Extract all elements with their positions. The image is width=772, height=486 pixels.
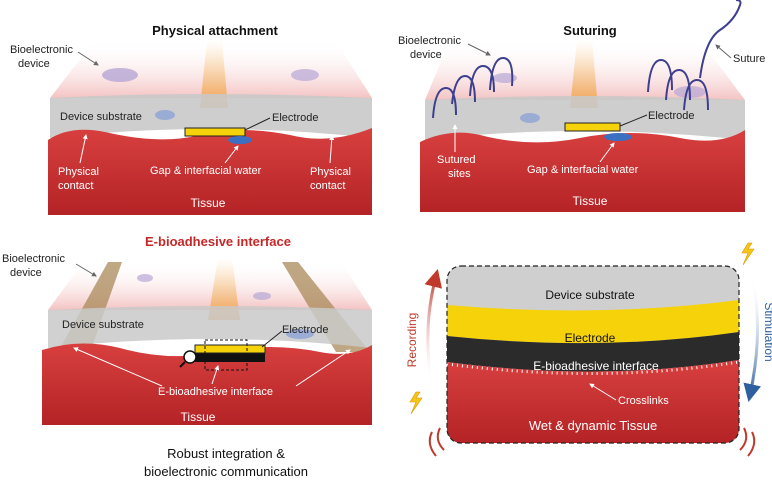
label-electrode: Electrode bbox=[282, 324, 328, 336]
pointer-arrow bbox=[73, 347, 163, 387]
device-substrate-slab bbox=[425, 96, 745, 140]
pointer-arrow bbox=[244, 117, 271, 131]
magnifier-icon bbox=[179, 350, 197, 368]
pointer-arrow bbox=[224, 145, 239, 164]
cell-shape bbox=[253, 292, 271, 300]
zoom-frame bbox=[446, 265, 740, 444]
label-stimulation: Stimulation bbox=[762, 302, 772, 361]
label-bioelectronic-device: Bioelectronic bbox=[398, 35, 461, 47]
label-gap-water: Gap & interfacial water bbox=[527, 164, 639, 176]
pointer-arrow bbox=[599, 142, 615, 163]
label-sutured-sites: Sutured bbox=[437, 154, 476, 166]
gap-water bbox=[228, 136, 252, 144]
pointer-arrow bbox=[75, 263, 97, 277]
pointer-arrow bbox=[211, 365, 220, 385]
pointer-arrow bbox=[261, 330, 283, 348]
lightning-icon bbox=[741, 242, 755, 266]
panel-title: E-bioadhesive interface bbox=[145, 234, 291, 249]
signal-beam bbox=[570, 40, 598, 108]
zoom-label-tissue: Wet & dynamic Tissue bbox=[529, 418, 657, 433]
label-electrode: Electrode bbox=[648, 110, 694, 122]
zoom-label-interface: E-bioadhesive interface bbox=[533, 359, 659, 373]
zoom-box bbox=[204, 339, 248, 371]
label-physical-contact-right-2: contact bbox=[310, 180, 345, 192]
label-gap-water: Gap & interfacial water bbox=[150, 165, 262, 177]
device-substrate-slab bbox=[50, 94, 372, 138]
label-bioelectronic-device: Bioelectronic bbox=[10, 44, 73, 56]
panel-title: Suturing bbox=[563, 23, 616, 38]
tissue-block bbox=[42, 343, 372, 425]
label-recording: Recording bbox=[405, 313, 419, 368]
adhesive-layer bbox=[195, 352, 265, 362]
pointer-arrow bbox=[77, 51, 99, 66]
label-bioelectronic-device-2: device bbox=[410, 49, 442, 61]
stimulation-arrow bbox=[743, 275, 762, 403]
label-tissue: Tissue bbox=[191, 196, 226, 210]
suture-loops bbox=[432, 0, 742, 119]
cell-shape bbox=[137, 274, 153, 282]
pointer-arrow bbox=[79, 134, 88, 164]
electrode-strip bbox=[564, 122, 621, 132]
zoom-label-electrode: Electrode bbox=[565, 331, 616, 345]
cell-shape bbox=[286, 329, 314, 339]
zoom-tissue bbox=[447, 360, 739, 443]
electrode-strip bbox=[184, 127, 246, 137]
pointer-arrow bbox=[329, 135, 335, 164]
motion-lines bbox=[428, 427, 756, 457]
label-sutured-sites-2: sites bbox=[448, 168, 471, 180]
cell-shape bbox=[155, 110, 175, 120]
lightning-icon bbox=[409, 391, 423, 415]
label-suture: Suture bbox=[733, 53, 765, 65]
pointer-arrow bbox=[589, 383, 617, 401]
cell-shape bbox=[291, 69, 319, 81]
pointer-arrow bbox=[619, 114, 648, 127]
zoom-electrode-band bbox=[447, 300, 739, 344]
label-tissue: Tissue bbox=[181, 410, 216, 424]
label-electrode: Electrode bbox=[272, 112, 318, 124]
label-device-substrate: Device substrate bbox=[60, 111, 142, 123]
recording-arrow bbox=[424, 269, 443, 386]
pointer-arrow bbox=[715, 44, 732, 59]
signal-beam bbox=[200, 40, 228, 108]
label-device-substrate: Device substrate bbox=[62, 319, 144, 331]
cell-shape bbox=[102, 68, 138, 82]
label-ebioadhesive-interface: E-bioadhesive interface bbox=[158, 386, 273, 398]
label-physical-contact-left-2: contact bbox=[58, 180, 93, 192]
zoom-label-crosslinks: Crosslinks bbox=[618, 395, 669, 407]
pointer-arrow bbox=[295, 349, 351, 387]
label-bioelectronic-device: Bioelectronic bbox=[2, 253, 65, 265]
tissue-block bbox=[48, 128, 372, 215]
panel-suturing: Suturing Bioelectronic device Suture Ele… bbox=[398, 0, 765, 212]
panel-zoom: Device substrate Electrode E-bioadhesive… bbox=[405, 242, 772, 457]
zoom-label-device-substrate: Device substrate bbox=[545, 288, 635, 302]
gap-water bbox=[604, 133, 632, 141]
caption-line-2: bioelectronic communication bbox=[144, 464, 308, 479]
pointer-arrow bbox=[467, 43, 491, 56]
panel-ebioadhesive: E-bioadhesive interface Bioelectronic de… bbox=[2, 234, 372, 479]
signal-beam bbox=[208, 258, 240, 320]
electrode-strip bbox=[194, 344, 266, 354]
panel-title: Physical attachment bbox=[152, 23, 278, 38]
panel-physical-attachment: Physical attachment Bioelectronic device… bbox=[10, 23, 372, 215]
label-bioelectronic-device-2: device bbox=[10, 267, 42, 279]
cell-shape bbox=[520, 113, 540, 123]
label-physical-contact-right: Physical bbox=[310, 166, 351, 178]
label-physical-contact-left: Physical bbox=[58, 166, 99, 178]
caption-line-1: Robust integration & bbox=[167, 446, 285, 461]
tissue-block bbox=[420, 130, 745, 212]
label-bioelectronic-device-2: device bbox=[18, 58, 50, 70]
zoom-adhesive-band bbox=[447, 332, 739, 372]
label-tissue: Tissue bbox=[573, 194, 608, 208]
cell-shape bbox=[493, 73, 517, 83]
